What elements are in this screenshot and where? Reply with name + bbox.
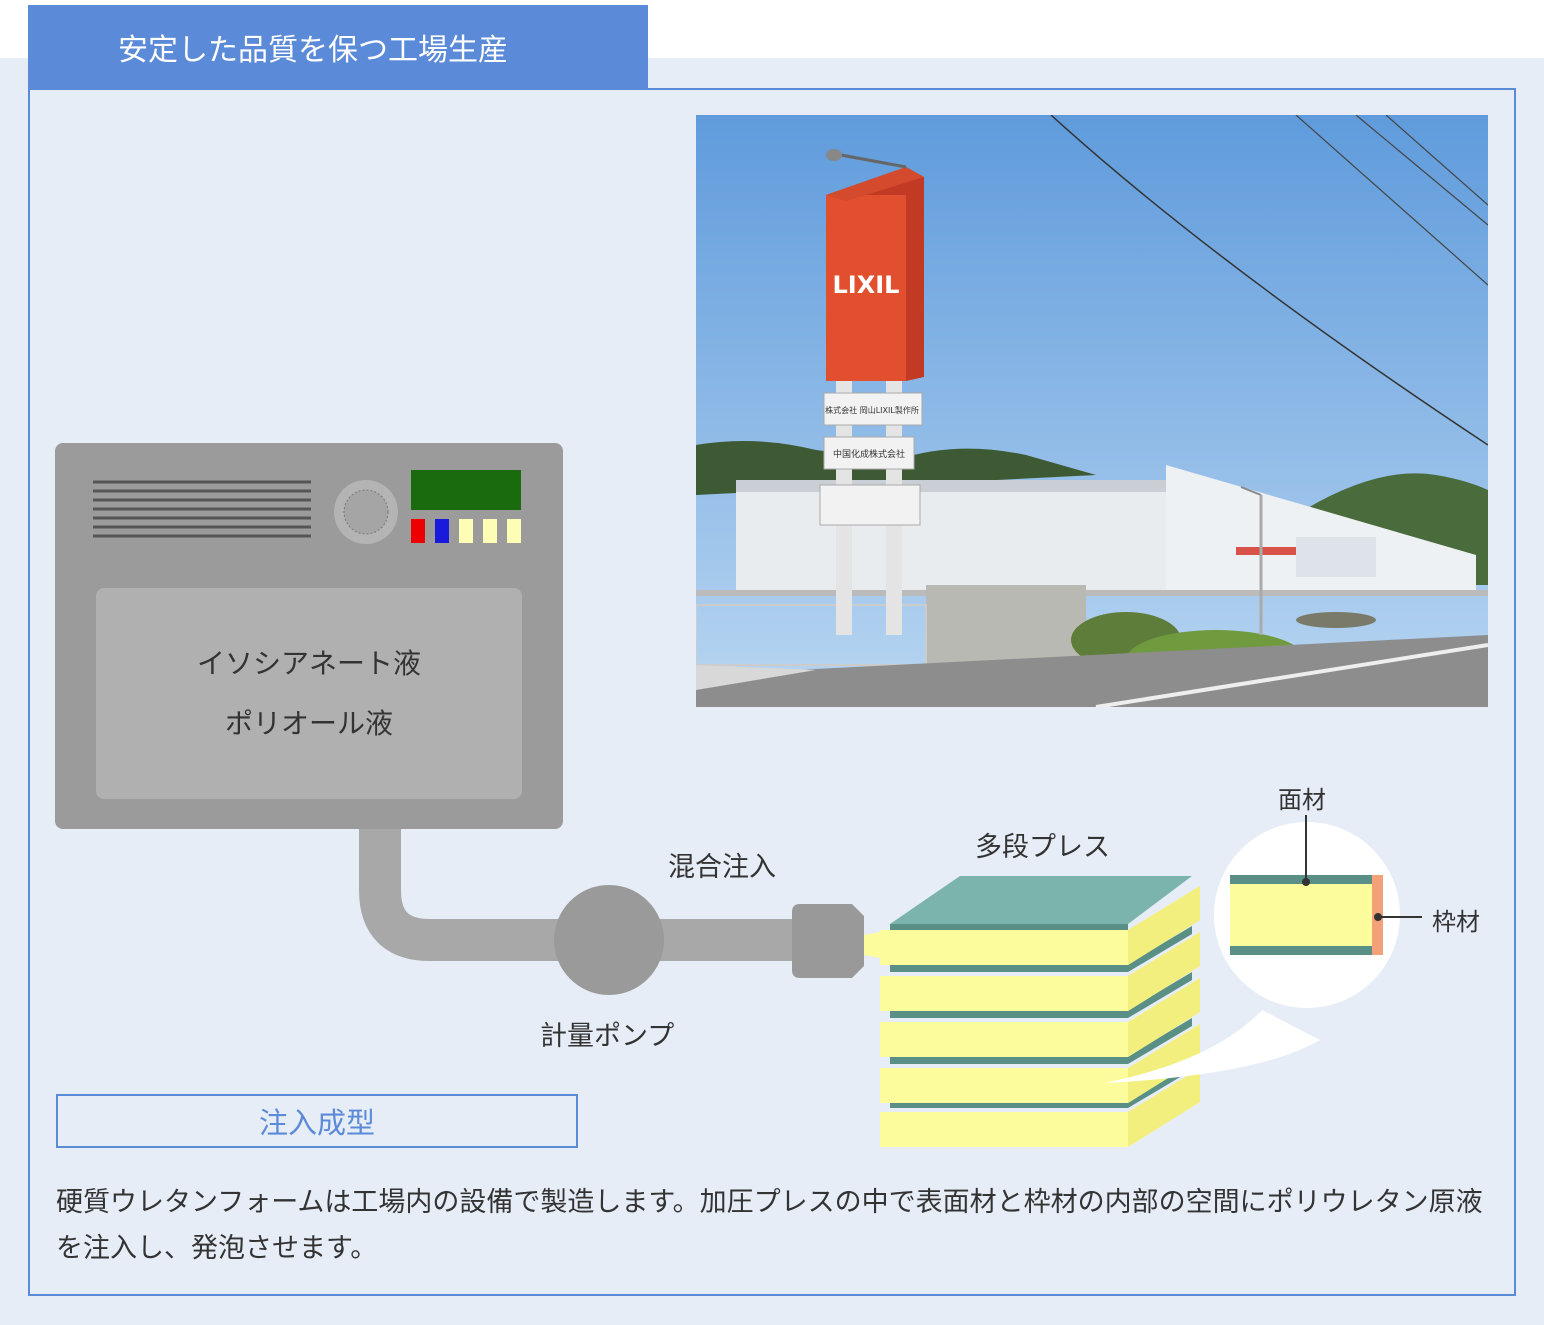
mix-injection-label: 混合注入 [668, 852, 776, 883]
pipe [359, 829, 800, 961]
indicator-yellow-2 [483, 519, 497, 543]
machine-display [411, 470, 521, 510]
liquid-label-1: イソシアネート液 [196, 647, 421, 680]
frame-material-label: 枠材 [1432, 908, 1480, 936]
machine-vent [93, 480, 311, 538]
indicator-blue [435, 519, 449, 543]
panel-cross-section [1230, 875, 1376, 955]
metering-pump [554, 885, 664, 995]
injection-nozzle [792, 904, 864, 978]
sign-logo: LIXIL [833, 271, 900, 299]
face-sheet-bottom [1230, 946, 1376, 955]
zoom-pointer [1105, 1010, 1320, 1083]
section-title: 安定した品質を保つ工場生産 [28, 5, 648, 89]
indicator-yellow-1 [459, 519, 473, 543]
liquid-label-2: ポリオール液 [224, 707, 393, 740]
indicator-yellow-3 [507, 519, 521, 543]
pump-label: 計量ポンプ [540, 1021, 675, 1052]
press-label: 多段プレス [975, 832, 1110, 863]
liquid-tank [96, 588, 522, 799]
sign-sub2: 中国化成株式会社 [833, 448, 905, 460]
method-label: 注入成型 [56, 1094, 578, 1148]
factory-photo: 株式会社 岡山LIXIL製作所 中国化成株式会社 LIXIL [696, 115, 1488, 707]
indicator-red [411, 519, 425, 543]
description-text: 硬質ウレタンフォームは工場内の設備で製造します。加圧プレスの中で表面材と枠材の内… [56, 1187, 1483, 1264]
face-material-label: 面材 [1278, 786, 1326, 814]
multistage-press [880, 876, 1200, 1147]
injected-foam [864, 932, 880, 958]
sign-sub1: 株式会社 岡山LIXIL製作所 [825, 405, 919, 415]
